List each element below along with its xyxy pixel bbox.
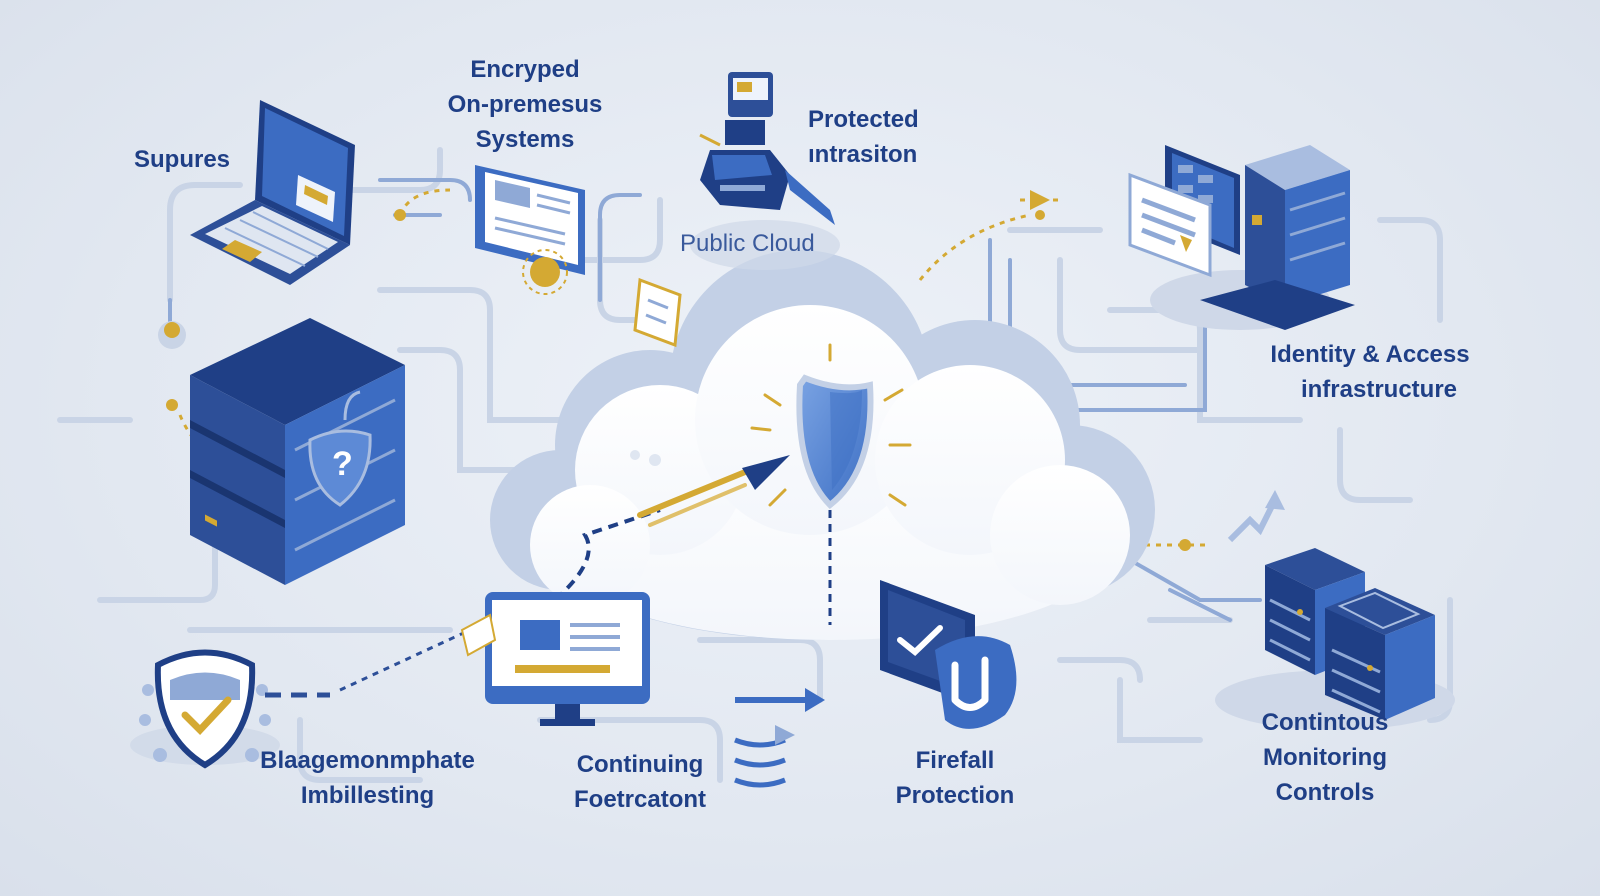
label-line: Encryped [470,56,580,83]
label-identity-access: Identity & Access infrastructure [1255,337,1485,407]
label-continuous-monitoring: Contintous Monitoring Controls [1250,705,1400,810]
label-line: Systems [475,126,575,153]
server-stack-icon [1215,490,1455,730]
label-line: Public Cloud [680,230,815,257]
arrow-icon [553,450,790,602]
svg-text:?: ? [332,445,353,483]
label-line: On-premesus [447,91,603,118]
monitor-icon [460,592,650,726]
label-line: Firefall [915,747,995,774]
label-blaagemonmphate: Blaagemonmphate Imbillesting [250,743,485,813]
label-line: ıntrasiton [808,141,918,168]
firewall-icon [880,580,1017,729]
label-line: Imbillesting [300,782,435,809]
label-line: Protected [808,106,919,133]
label-line: Foetrcatont [574,786,706,813]
label-line: Blaagemonmphate [260,747,475,774]
label-line: Contintous [1261,709,1389,736]
laptop-icon [190,100,355,285]
label-firefall-protection: Firefall Protection [880,743,1030,813]
document-icon [475,165,585,295]
cloud-shape [490,250,1155,640]
label-line: Continuing [576,751,704,778]
label-protected-transition: Protected ıntrasiton [808,102,919,172]
label-line: Controls [1275,779,1375,806]
terminal-icon [690,72,840,270]
label-public-cloud: Public Cloud [680,226,815,261]
label-supures: Supures [134,142,230,177]
label-line: Protection [895,782,1015,809]
label-continuing: Continuing Foetrcatont [560,747,720,817]
clipboard-icon [633,277,682,348]
identity-server-icon [1128,145,1355,330]
label-encrypted-systems: Encryped On-premesus Systems [430,52,620,157]
label-line: infrastructure [1300,376,1458,403]
server-rack-icon: ? [190,318,405,585]
shield-check-icon [130,649,280,769]
database-icon [734,725,795,788]
label-line: Identity & Access [1270,341,1470,368]
shield-icon [750,343,912,625]
label-line: Monitoring [1263,744,1387,771]
flow-arrow-icon [735,688,825,712]
label-line: Supures [134,146,231,173]
